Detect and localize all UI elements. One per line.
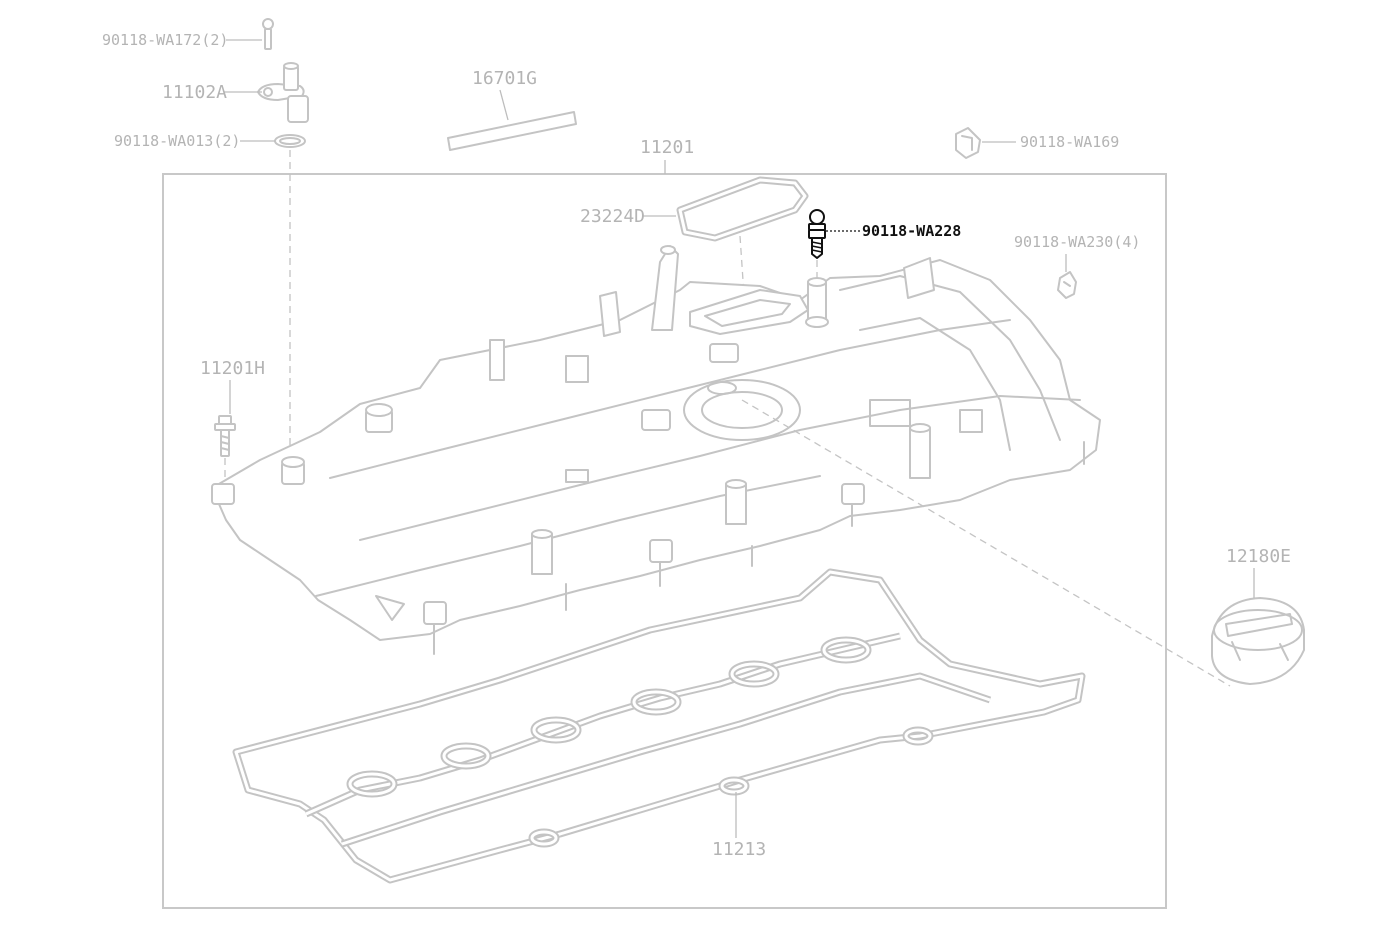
oval-gasket-part[interactable] [676,176,809,242]
clip-top-part[interactable] [955,127,981,159]
label-label-sheet[interactable]: 16701G [472,68,537,89]
label-o-ring[interactable]: 90118-WA013(2) [114,132,240,150]
cylinder-head-cover[interactable] [211,245,1101,655]
oil-cap-mount-line [741,399,1231,687]
label-oil-cap[interactable]: 12180E [1226,546,1291,567]
label-sensor[interactable]: 11102A [162,82,227,103]
label-sheet-part[interactable] [447,111,577,151]
stud-bolt-part[interactable] [808,209,826,259]
sensor-bolt-part[interactable] [262,18,274,50]
clip-side-part[interactable] [1057,271,1077,299]
label-cover-assy[interactable]: 11201 [640,137,694,158]
label-left-bolt[interactable]: 11201H [200,358,265,379]
oil-cap-part[interactable] [1211,597,1305,685]
label-clip-side[interactable]: 90118-WA230(4) [1014,233,1140,251]
cover-gasket-part[interactable] [232,568,1086,884]
label-sensor-bolt[interactable]: 90118-WA172(2) [102,31,228,49]
sensor-part[interactable] [257,62,309,123]
label-sheet-leader [499,89,509,121]
label-stud-bolt[interactable]: 90118-WA228 [862,222,961,240]
label-oval-gasket[interactable]: 23224D [580,206,645,227]
o-ring-part[interactable] [274,134,306,148]
label-cover-gasket[interactable]: 11213 [712,839,766,860]
label-clip-top[interactable]: 90118-WA169 [1020,133,1119,151]
left-bolt-part[interactable] [214,415,236,457]
